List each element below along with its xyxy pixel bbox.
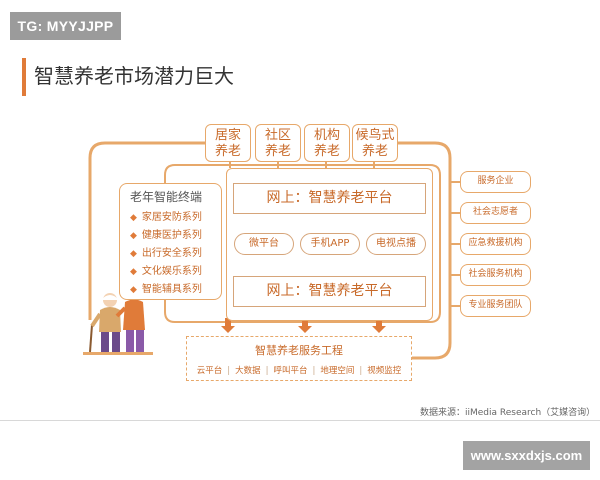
diamond-icon: ◆ <box>130 249 137 259</box>
terminal-item: ◆ 家居安防系列 <box>130 209 221 227</box>
down-arrow-2 <box>298 318 312 333</box>
inner-frame <box>164 164 441 323</box>
terminal-item: ◆ 文化娱乐系列 <box>130 263 221 281</box>
outer-right-loop <box>396 141 452 200</box>
separator: | <box>312 366 316 376</box>
diamond-icon: ◆ <box>130 213 137 223</box>
smart-terminal-panel: 老年智能终端 ◆ 家居安防系列 ◆ 健康医护系列 ◆ 出行安全系列 ◆ 文化娱乐系列 ◆… <box>119 183 222 300</box>
terminal-item: ◆ 健康医护系列 <box>130 227 221 245</box>
bottom-return <box>412 300 452 360</box>
entity-volunteers: 社会志愿者 <box>460 202 531 224</box>
data-source: 数据来源：iiMedia Research（艾媒咨询） <box>420 408 596 418</box>
channel-pill-tv: 电视点播 <box>366 233 426 255</box>
diamond-icon: ◆ <box>130 285 137 295</box>
terminal-item-label: 智能辅具系列 <box>141 284 202 295</box>
terminal-item: ◆ 智能辅具系列 <box>130 281 221 299</box>
platform-bottom-box: 网上：智慧养老平台 <box>233 276 426 307</box>
outer-left-loop <box>88 141 205 320</box>
page-title: 智慧养老市场潜力巨大 <box>34 64 234 88</box>
platform-top-box: 网上：智慧养老平台 <box>233 183 426 214</box>
service-item: 大数据 <box>235 366 261 376</box>
elderly-couple-illustration <box>83 286 153 355</box>
diamond-icon: ◆ <box>130 267 137 277</box>
model-institution-care-line1: 机构 <box>313 128 340 143</box>
title-accent-bar <box>22 58 26 96</box>
separator: | <box>227 366 231 376</box>
model-migratory-care: 候鸟式 养老 <box>352 124 398 162</box>
model-home-care-line2: 养老 <box>214 144 241 159</box>
terminal-item: ◆ 出行安全系列 <box>130 245 221 263</box>
separator: | <box>359 366 363 376</box>
model-community-care-line2: 养老 <box>264 144 291 159</box>
watermark-bottom: www.sxxdxjs.com <box>463 441 590 470</box>
separator: | <box>265 366 269 376</box>
terminal-item-label: 健康医护系列 <box>141 230 202 241</box>
terminal-item-label: 出行安全系列 <box>141 248 202 259</box>
service-item: 地理空间 <box>320 366 355 376</box>
down-arrow-1 <box>221 318 235 333</box>
entity-service-enterprise: 服务企业 <box>460 171 531 193</box>
model-institution-care: 机构 养老 <box>304 124 350 162</box>
terminal-item-label: 文化娱乐系列 <box>141 266 202 277</box>
service-project-title: 智慧养老服务工程 <box>255 344 343 357</box>
diamond-icon: ◆ <box>130 231 137 241</box>
model-institution-care-line2: 养老 <box>313 144 340 159</box>
terminal-item-label: 家居安防系列 <box>141 212 202 223</box>
model-home-care-line1: 居家 <box>214 128 241 143</box>
model-community-care-line1: 社区 <box>264 128 291 143</box>
down-arrow-3 <box>372 318 386 333</box>
entity-emergency-rescue: 应急救援机构 <box>460 233 531 255</box>
smart-terminal-title: 老年智能终端 <box>130 190 203 204</box>
service-item: 呼叫平台 <box>273 366 308 376</box>
entity-professional-team: 专业服务团队 <box>460 295 531 317</box>
watermark-top: TG: MYYJJPP <box>10 12 121 40</box>
model-migratory-care-line2: 养老 <box>361 144 388 159</box>
service-project-items: 云平台 | 大数据 | 呼叫平台 | 地理空间 | 视频监控 <box>187 364 411 376</box>
channel-pill-app: 手机APP <box>300 233 360 255</box>
service-item: 云平台 <box>196 366 223 376</box>
service-item: 视频监控 <box>367 366 402 376</box>
divider <box>0 420 600 421</box>
model-home-care: 居家 养老 <box>205 124 251 162</box>
service-project-box: 智慧养老服务工程 云平台 | 大数据 | 呼叫平台 | 地理空间 | 视频监控 <box>186 336 412 381</box>
model-community-care: 社区 养老 <box>255 124 301 162</box>
channel-pill-wechat: 微平台 <box>234 233 294 255</box>
model-migratory-care-line1: 候鸟式 <box>355 128 395 143</box>
entity-social-service: 社会服务机构 <box>460 264 531 286</box>
